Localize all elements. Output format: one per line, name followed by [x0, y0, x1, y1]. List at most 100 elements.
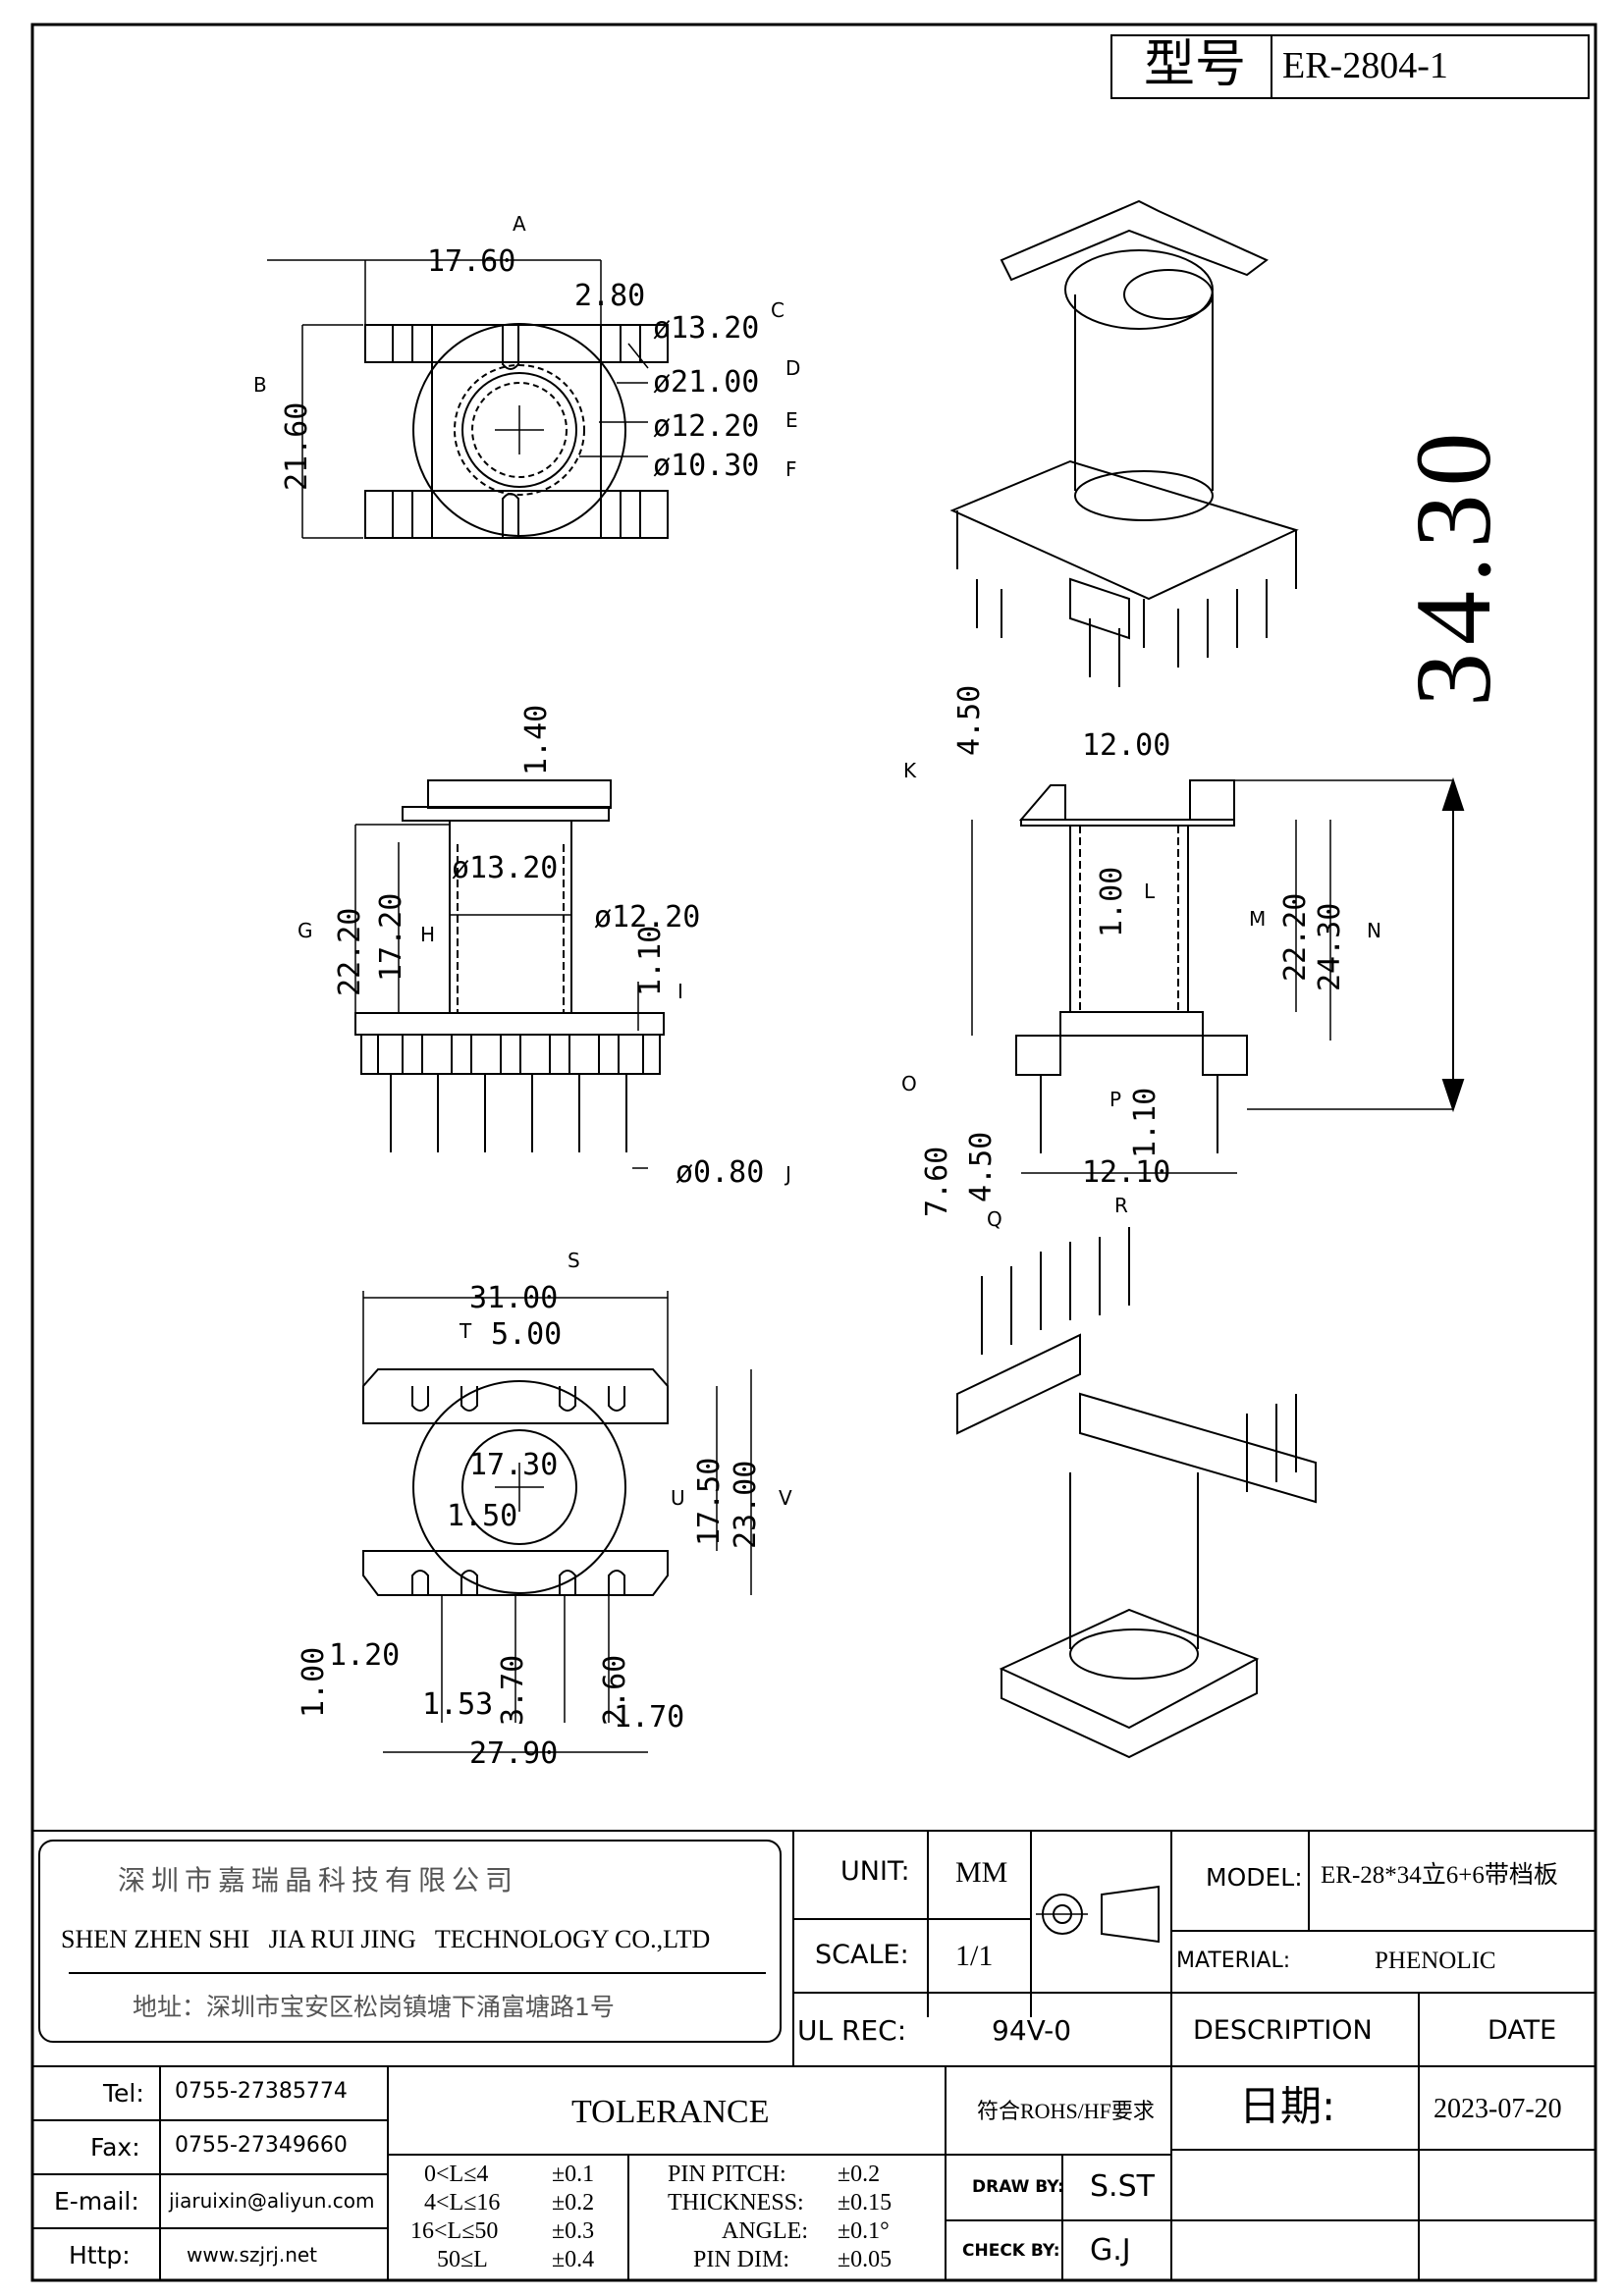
tol-range-2: 4<L≤16	[424, 2190, 501, 2216]
drawing-border	[30, 23, 1597, 2282]
tol-value-4: ±0.4	[552, 2247, 595, 2272]
front-view-drawing	[354, 779, 665, 1169]
unit-value: MM	[955, 1856, 1008, 1889]
callout-m: M	[1249, 907, 1267, 931]
tol-name-value-4: ±0.05	[838, 2247, 893, 2272]
tel-label: Tel:	[103, 2079, 144, 2108]
callout-p: P	[1109, 1088, 1122, 1111]
material-label: MATERIAL:	[1176, 1949, 1291, 1973]
tol-name-2: THICKNESS:	[668, 2190, 804, 2216]
callout-l: L	[1144, 880, 1156, 903]
dim-top-lip: 1.40	[519, 704, 554, 775]
model-label: MODEL:	[1206, 1863, 1303, 1892]
description-label: DESCRIPTION	[1193, 2015, 1373, 2046]
fax-value: 0755-27349660	[175, 2133, 348, 2158]
company-name-en: SHEN ZHEN SHI JIA RUI JING TECHNOLOGY CO…	[61, 1925, 711, 1953]
http-value[interactable]: www.szjrj.net	[187, 2243, 318, 2267]
company-address: 地址：深圳市宝安区松岗镇塘下涌富塘路1号	[133, 1993, 615, 2021]
dim-q: 4.50	[964, 1131, 999, 1202]
model-value: ER-28*34立6+6带档板	[1321, 1862, 1558, 1889]
dim-m: 22.20	[1278, 892, 1313, 982]
model-number-value: ER-2804-1	[1282, 45, 1448, 86]
title-block	[32, 1830, 1596, 2280]
model-number-label: 型号	[1144, 35, 1247, 94]
rohs-note: 符合ROHS/HF要求	[977, 2099, 1155, 2123]
fax-label: Fax:	[90, 2133, 140, 2162]
dim-total: 27.90	[469, 1736, 559, 1771]
dim-l: 1.00	[1095, 866, 1129, 937]
dim-height-b: 21.60	[280, 401, 314, 491]
check-by-value: G.J	[1090, 2233, 1131, 2268]
dim-a6: 1.70	[614, 1700, 685, 1735]
model-number-box	[1110, 34, 1590, 99]
callout-t: T	[460, 1319, 472, 1343]
http-label: Http:	[69, 2241, 131, 2269]
dim-d-e: ø12.20	[653, 409, 760, 444]
callout-v: V	[779, 1486, 792, 1510]
email-label: E-mail:	[54, 2187, 139, 2216]
dim-t: 5.00	[491, 1317, 563, 1352]
dim-inner-d: ø12.20	[594, 900, 701, 934]
tol-range-4: 50≤L	[437, 2247, 488, 2272]
dim-top-width: 12.00	[1082, 728, 1171, 763]
email-value[interactable]: jiaruixin@aliyun.com	[169, 2189, 375, 2213]
tol-name-value-1: ±0.2	[838, 2162, 881, 2187]
side-view-drawing	[971, 776, 1465, 1174]
callout-e: E	[785, 408, 798, 432]
dim-overall-height: 34.30	[1393, 424, 1513, 708]
callout-f: F	[785, 457, 797, 481]
callout-g: G	[298, 919, 313, 942]
dim-u: 17.50	[692, 1457, 727, 1546]
dim-d-f: ø10.30	[653, 449, 760, 483]
dim-height-h: 17.20	[374, 892, 408, 982]
callout-a: A	[513, 212, 526, 236]
tol-value-2: ±0.2	[552, 2190, 595, 2216]
material-value: PHENOLIC	[1375, 1948, 1496, 1974]
callout-i: I	[677, 980, 683, 1003]
callout-q: Q	[987, 1207, 1002, 1231]
draw-by-label: DRAW BY:	[972, 2177, 1064, 2197]
tolerance-title: TOLERANCE	[571, 2094, 770, 2130]
tol-value-1: ±0.1	[552, 2162, 595, 2187]
tol-name-value-3: ±0.1°	[838, 2218, 890, 2244]
date-cn-label: 日期:	[1239, 2082, 1336, 2130]
callout-r: R	[1114, 1194, 1128, 1217]
dim-k: 4.50	[952, 684, 987, 756]
dim-a2: 1.20	[329, 1638, 401, 1673]
dim-pin-d: ø0.80	[676, 1155, 765, 1190]
dim-inner: 17.30	[469, 1448, 559, 1482]
date-label: DATE	[1488, 2015, 1557, 2046]
ul-label: UL REC:	[797, 2014, 907, 2047]
callout-h: H	[420, 923, 436, 946]
top-view-drawing	[267, 259, 669, 539]
tol-name-3: ANGLE:	[722, 2218, 808, 2244]
callout-u: U	[671, 1486, 685, 1510]
check-by-label: CHECK BY:	[962, 2241, 1060, 2261]
callout-s: S	[568, 1249, 580, 1272]
dim-width-a: 17.60	[427, 244, 516, 279]
callout-b: B	[253, 373, 267, 397]
dim-a3: 1.53	[422, 1687, 494, 1722]
dim-d-d: ø21.00	[653, 365, 760, 400]
bottom-view-drawing	[362, 1291, 752, 1753]
callout-j: J	[785, 1162, 791, 1186]
tol-range-3: 16<L≤50	[410, 2218, 499, 2244]
scale-value: 1/1	[955, 1940, 994, 1972]
ul-value: 94V-0	[992, 2014, 1072, 2047]
dim-o: 7.60	[920, 1146, 954, 1217]
callout-c: C	[771, 298, 784, 322]
tol-name-1: PIN PITCH:	[668, 2162, 786, 2187]
date-value: 2023-07-20	[1434, 2094, 1562, 2124]
dim-height-g: 22.20	[333, 907, 367, 996]
isometric-view-top	[949, 199, 1299, 687]
callout-n: N	[1367, 919, 1381, 942]
dim-d-c: ø13.20	[653, 311, 760, 346]
tol-name-value-2: ±0.15	[838, 2190, 893, 2216]
dim-flange-od: ø13.20	[452, 851, 559, 885]
company-name-cn: 深圳市嘉瑞晶科技有限公司	[118, 1864, 519, 1896]
dim-a4: 3.70	[496, 1654, 530, 1726]
dim-p: 1.10	[1128, 1087, 1163, 1158]
dim-n: 24.30	[1313, 902, 1347, 991]
tol-value-3: ±0.3	[552, 2218, 595, 2244]
